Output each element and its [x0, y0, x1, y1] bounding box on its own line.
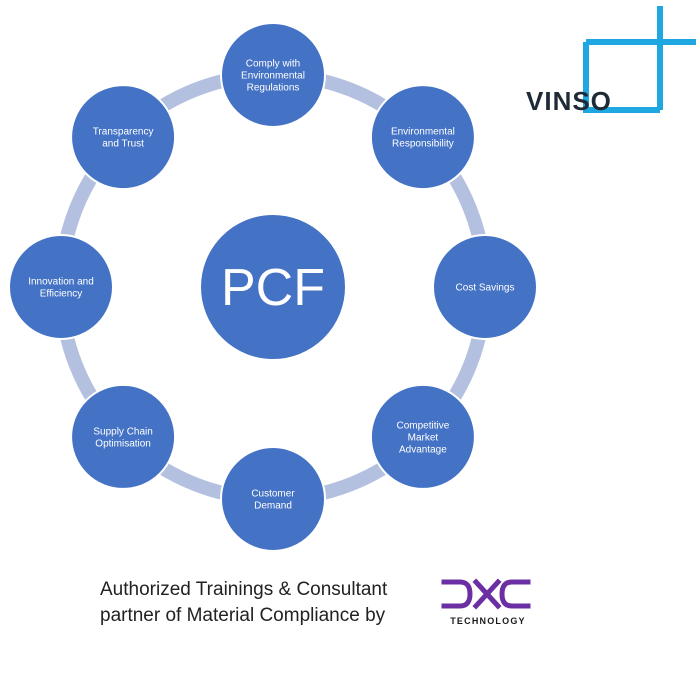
diagram-node-label: Optimisation	[95, 438, 151, 449]
footer-text: Authorized Trainings & Consultant partne…	[100, 577, 440, 629]
diagram-node-label: Environmental	[241, 71, 305, 82]
dxc-logo-subtext: TECHNOLOGY	[450, 616, 526, 626]
footer-line-1: Authorized Trainings & Consultant	[100, 579, 388, 600]
diagram-node-label: Demand	[254, 501, 292, 512]
diagram-node-label: Innovation and	[28, 277, 94, 288]
diagram-node-label: Supply Chain	[93, 426, 152, 437]
diagram-node-label: Efficiency	[40, 289, 83, 300]
vinso-logo-text: VINSO	[526, 86, 612, 116]
diagram-node-circle	[70, 383, 177, 490]
diagram-node-label: Market	[408, 432, 439, 443]
diagram-node-label: Regulations	[247, 83, 300, 94]
diagram-node-label: Advantage	[399, 444, 447, 455]
diagram-node-label: Responsibility	[392, 139, 454, 150]
diagram-node-label: Cost Savings	[456, 283, 515, 294]
diagram-node-circle	[220, 22, 326, 128]
diagram-node-circle	[369, 84, 476, 191]
diagram-node-label: Competitive	[397, 420, 450, 431]
diagram-node-circle	[369, 383, 476, 490]
diagram-node-label: and Trust	[102, 139, 144, 150]
diagram-node-circle	[432, 234, 538, 340]
dxc-logo-mark	[441, 578, 531, 610]
diagram-node-circle	[220, 446, 326, 552]
diagram-node-label: Transparency	[93, 127, 154, 138]
center-label: PCF	[221, 259, 325, 317]
diagram-node-label: Customer	[251, 489, 295, 500]
diagram-node-label: Environmental	[391, 127, 455, 138]
diagram-node-circle	[70, 84, 177, 191]
vinso-logo-mark	[583, 6, 696, 113]
diagram-node-label: Comply with	[246, 59, 300, 70]
footer-line-2: partner of Material Compliance by	[100, 605, 386, 626]
diagram-node-circle	[8, 234, 114, 340]
center-circle	[199, 213, 347, 361]
